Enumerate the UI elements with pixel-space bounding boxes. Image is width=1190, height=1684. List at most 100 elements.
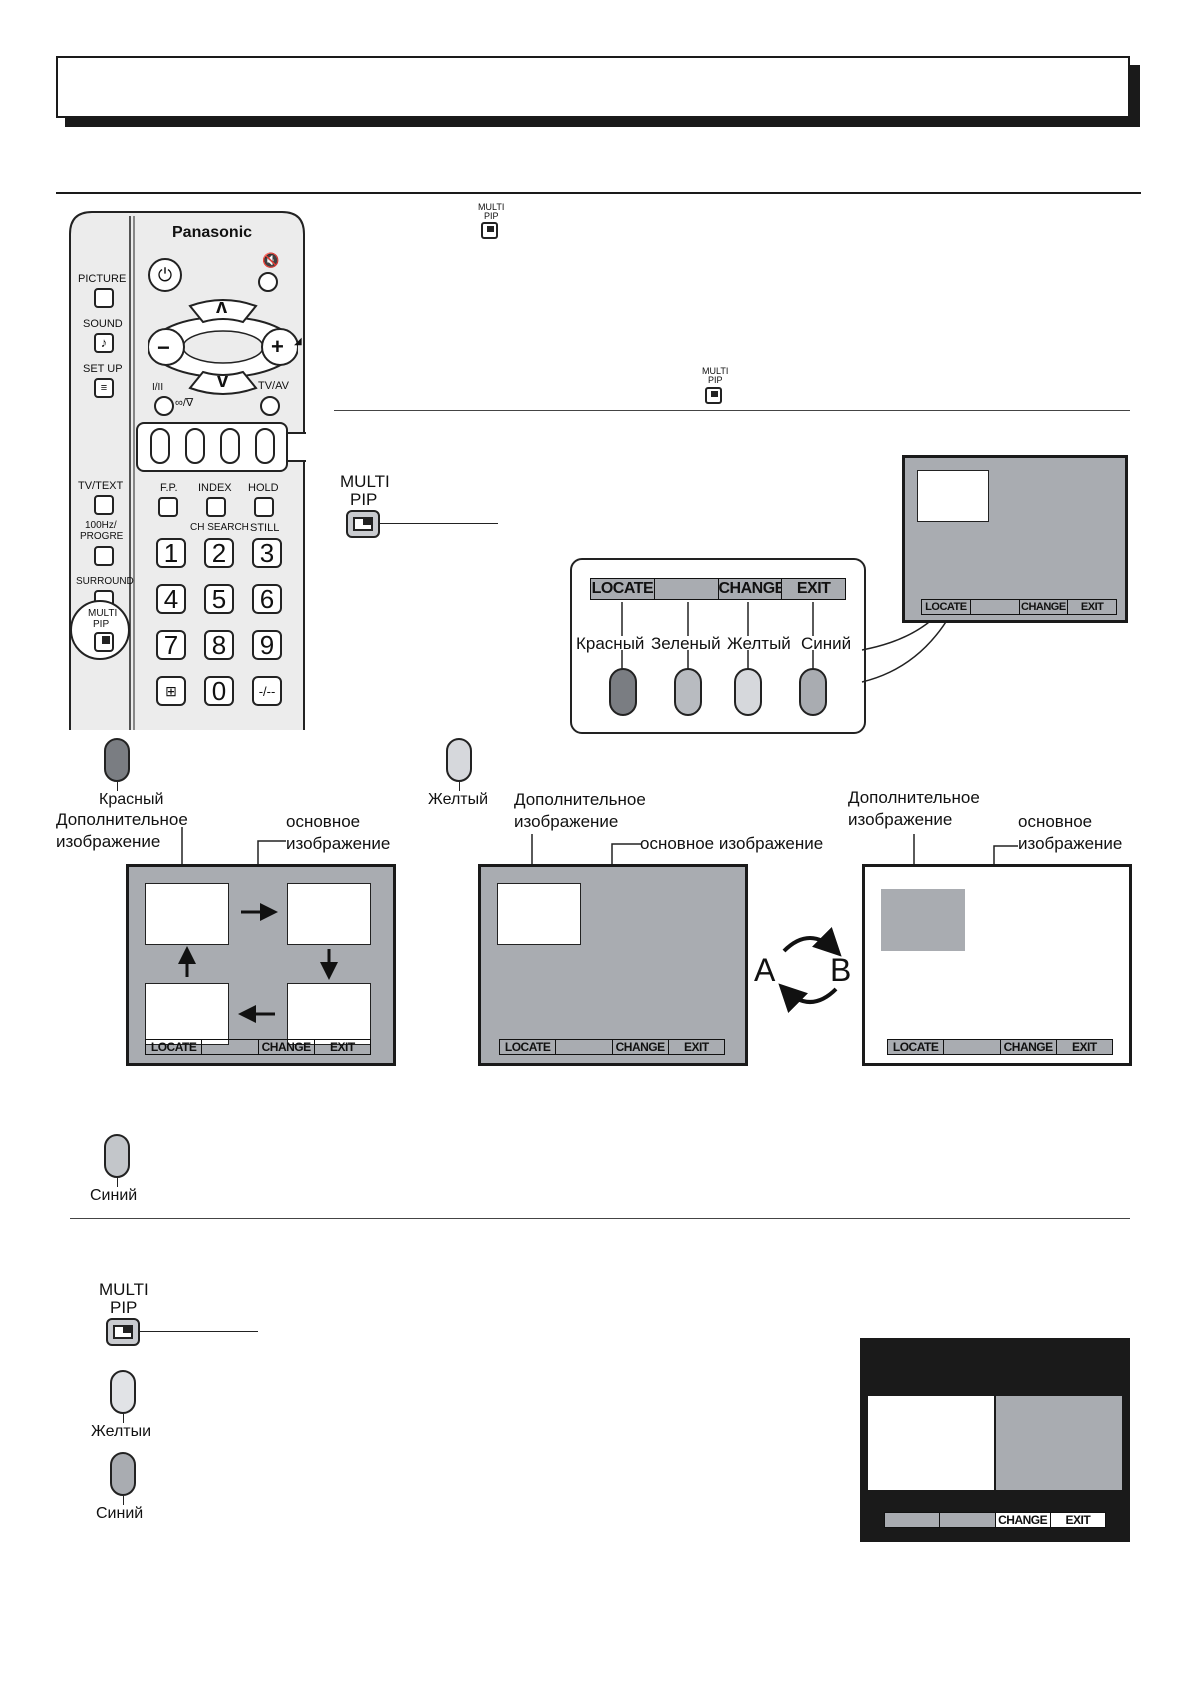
fp-label: F.P. <box>160 482 178 494</box>
progre-button[interactable] <box>94 546 114 566</box>
index-button[interactable] <box>206 497 226 517</box>
yellow-sub-label-1: Дополнительное <box>514 790 646 809</box>
multi-pip-button[interactable] <box>94 632 114 652</box>
multi-label: MULTI <box>88 608 118 619</box>
blue-button[interactable] <box>255 428 275 464</box>
blue-button-stem <box>117 1178 118 1187</box>
digit-8-button[interactable]: 8 <box>204 630 234 660</box>
pip-icon <box>102 636 110 644</box>
sound-label: SOUND <box>83 318 123 330</box>
volume-up-icon: + <box>271 334 284 359</box>
bottom-blue-icon <box>110 1452 136 1496</box>
blue-button-icon <box>104 1134 130 1178</box>
callout-menu-exit: EXIT <box>796 580 831 597</box>
change-a-menu-locate: LOCATE <box>500 1040 557 1054</box>
digit-0-button[interactable]: 0 <box>204 676 234 706</box>
green-button[interactable] <box>185 428 205 464</box>
split-menubar: CHANGE EXIT <box>884 1512 1106 1528</box>
bottom-yellow-stem <box>123 1414 124 1423</box>
split-menu-blank-1 <box>885 1513 941 1527</box>
red-button-stem <box>117 782 118 791</box>
pointer-line <box>380 523 498 524</box>
callout-menu-change: CHANGE <box>718 579 783 599</box>
pip-window-top-left <box>145 883 229 945</box>
multi-pip-big-button[interactable] <box>346 510 380 538</box>
locate-menu-blank <box>202 1040 259 1054</box>
channel-down-icon: v <box>217 370 229 392</box>
screen-top-menu-blank <box>971 600 1020 614</box>
pip-window-bottom-left <box>145 983 229 1045</box>
digit-7-button[interactable]: 7 <box>156 630 186 660</box>
stereo-label: ∞/∇ <box>175 397 194 409</box>
red-button-icon <box>104 738 130 782</box>
red-button[interactable] <box>150 428 170 464</box>
tvtext-button[interactable] <box>94 495 114 515</box>
pip-window-top-right <box>287 883 371 945</box>
red-sub-label-2: изображение <box>56 832 161 851</box>
change-b-menu-locate: LOCATE <box>888 1040 945 1054</box>
bottom-divider <box>70 1218 1130 1219</box>
callout-leaders-2 <box>621 650 814 670</box>
digit-9-button[interactable]: 9 <box>252 630 282 660</box>
digit-4-button[interactable]: 4 <box>156 584 186 614</box>
screen-top-menu-change: CHANGE <box>1020 600 1069 614</box>
sub-picture-b <box>881 889 965 951</box>
fp-button[interactable] <box>158 497 178 517</box>
locate-menu-exit: EXIT <box>330 1040 355 1054</box>
small-pip-label-2: PIP <box>708 375 723 385</box>
callout-yellow-button <box>734 668 762 716</box>
callout-leaders <box>621 602 814 636</box>
red-main-label-2: изображение <box>286 834 391 853</box>
digit-2-button[interactable]: 2 <box>204 538 234 568</box>
color-group-extension <box>288 432 306 462</box>
power-button[interactable]: ⏻ <box>148 258 182 292</box>
swap-arrows-icon <box>778 926 842 1014</box>
mute-button[interactable] <box>258 272 278 292</box>
sound-button[interactable]: ♪ <box>94 333 114 353</box>
bottom-blue-stem <box>123 1496 124 1505</box>
callout-green-label: Зеленый <box>651 634 721 653</box>
index-label: INDEX <box>198 482 232 494</box>
picture-button[interactable] <box>94 288 114 308</box>
change-b-menubar: LOCATE CHANGE EXIT <box>887 1039 1113 1055</box>
channel-up-icon: ʌ <box>216 296 228 318</box>
screen-top-menu-exit: EXIT <box>1080 601 1104 613</box>
split-menu-blank-2 <box>940 1513 996 1527</box>
callout-red-button <box>609 668 637 716</box>
state-a-label: A <box>754 952 776 988</box>
change-b-menu-change: CHANGE <box>1001 1040 1057 1054</box>
small-multi-pip-icon-1 <box>481 222 498 239</box>
b-main-label-2: изображение <box>1018 834 1123 853</box>
setup-label: SET UP <box>83 363 123 375</box>
callout-blue-label: Синий <box>801 634 852 653</box>
callout-menubar: LOCATE CHANGE EXIT <box>590 578 846 600</box>
tv-screen-top: LOCATE CHANGE EXIT <box>902 455 1128 623</box>
yellow-button-icon <box>446 738 472 782</box>
tvav-button[interactable] <box>260 396 280 416</box>
digit-6-button[interactable]: 6 <box>252 584 282 614</box>
volume-channel-pad[interactable] <box>148 292 298 402</box>
digit-3-button[interactable]: 3 <box>252 538 282 568</box>
dash-button[interactable]: -/-- <box>252 676 282 706</box>
yellow-button[interactable] <box>220 428 240 464</box>
locate-menubar: LOCATE CHANGE EXIT <box>145 1039 371 1055</box>
digit-5-button[interactable]: 5 <box>204 584 234 614</box>
text-input-button[interactable]: ⊞ <box>156 676 186 706</box>
bottom-multi-label: MULTI <box>99 1280 149 1299</box>
small-pip-label-1: PIP <box>484 211 499 221</box>
mono-button[interactable] <box>154 396 174 416</box>
tvtext-label: TV/TEXT <box>78 480 124 492</box>
tv-screen-locate: LOCATE CHANGE EXIT <box>126 864 396 1066</box>
surround-label: SURROUND <box>76 576 134 587</box>
callout-menu-locate: LOCATE <box>591 579 655 599</box>
remote-control: Panasonic PICTURE SOUND ♪ SET UP ≡ TV/TE… <box>68 210 306 730</box>
tvav-label: TV/AV <box>258 380 289 392</box>
picture-label: PICTURE <box>78 273 127 285</box>
setup-button[interactable]: ≡ <box>94 378 114 398</box>
digit-1-button[interactable]: 1 <box>156 538 186 568</box>
change-a-menu-exit: EXIT <box>684 1040 709 1054</box>
locate-menu-locate: LOCATE <box>146 1040 203 1054</box>
yellow-button-stem <box>459 782 460 791</box>
section-divider <box>56 192 1141 194</box>
hold-button[interactable] <box>254 497 274 517</box>
